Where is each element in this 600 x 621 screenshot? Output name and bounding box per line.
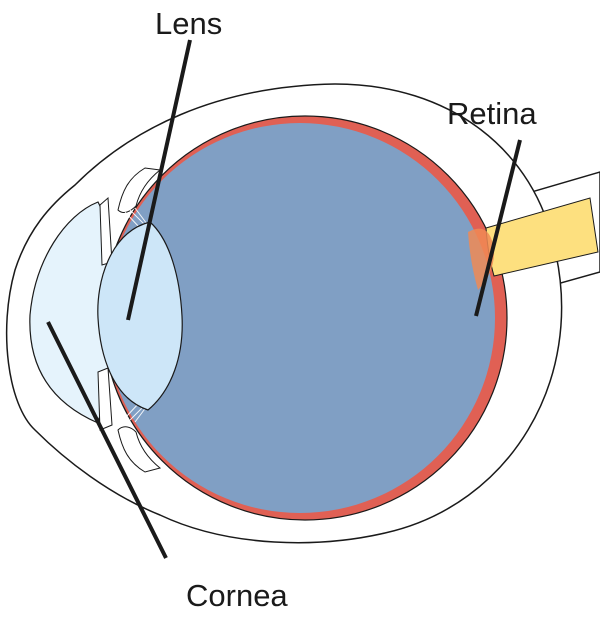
retina-label: Retina bbox=[447, 96, 537, 131]
lens-leader-line bbox=[126, 39, 192, 321]
iris-lower bbox=[117, 426, 162, 473]
cornea-label: Cornea bbox=[186, 578, 288, 613]
vitreous-body bbox=[105, 123, 495, 513]
lens bbox=[97, 221, 183, 411]
lens-label: Lens bbox=[155, 6, 222, 41]
cornea-leader-line bbox=[46, 321, 168, 559]
retina-leader-line bbox=[474, 139, 522, 317]
iris-flap-lower bbox=[97, 367, 113, 431]
iris-upper bbox=[117, 167, 162, 214]
